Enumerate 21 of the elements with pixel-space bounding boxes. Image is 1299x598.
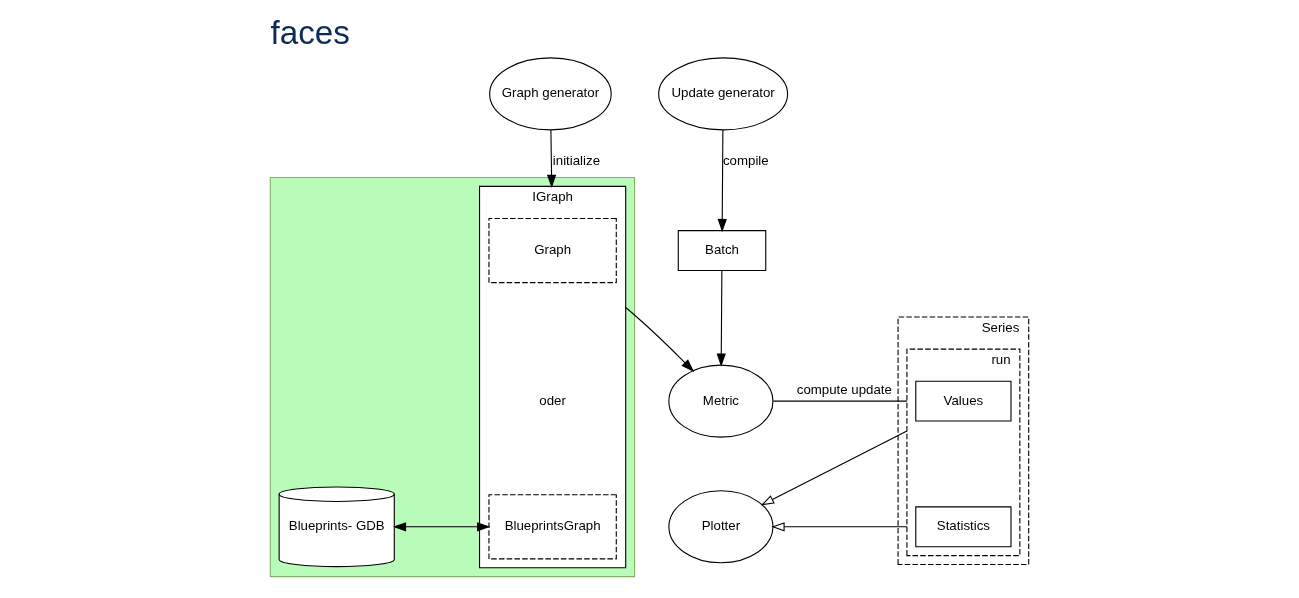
edge-label: compile: [722, 152, 769, 168]
node-box: Graph: [488, 217, 617, 284]
edge-label: initialize: [552, 152, 601, 168]
node-box: Statistics: [915, 506, 1012, 548]
arrow: [716, 270, 726, 367]
node-box: Batch: [677, 230, 767, 272]
arrow: [392, 522, 491, 532]
arrow: [717, 129, 727, 233]
arrow: [625, 306, 695, 372]
label: oder: [539, 392, 566, 408]
node-box: BlueprintsGraph: [488, 494, 617, 560]
node-box: Values: [915, 380, 1012, 422]
edge-label: compute update: [796, 382, 892, 398]
connector: [772, 400, 908, 402]
diagram-title: faces: [270, 13, 350, 51]
node-ellipse: Update generator: [658, 57, 789, 131]
node-ellipse: Metric: [668, 364, 774, 438]
node-ellipse: Graph generator: [489, 57, 612, 131]
arrow: [546, 129, 557, 188]
arrow: [760, 430, 908, 506]
arrow: [771, 522, 908, 532]
